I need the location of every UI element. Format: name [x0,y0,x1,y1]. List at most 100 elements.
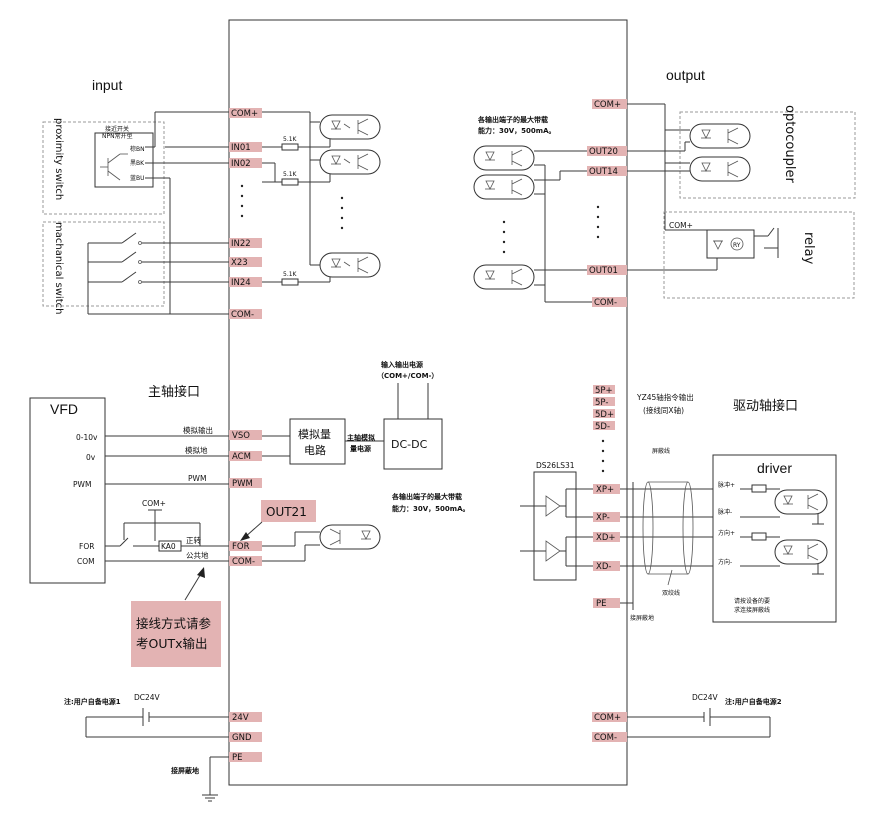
resistor-in01 [281,143,299,151]
axis-pin-5p-minus: 5P- [595,398,608,408]
input-pin-in24: IN24 [231,278,251,288]
vfd-terminal-0-10v: 0-10v [76,433,98,442]
power-left-pins: 24V GND PE [229,712,262,763]
input-pin-in02: IN02 [231,159,251,169]
output-pin-com-minus: COM- [594,298,617,308]
driver-dir-plus: 方向+ [718,529,735,537]
output-external-wiring [627,103,718,271]
axis-pin-xp-minus: XP- [596,513,610,523]
output-pin-out14: OUT14 [589,167,618,177]
power-left-battery-icon [85,708,229,802]
axis-shield-ground-label: 接屏蔽地 [630,614,654,622]
mechanical-switch-frame [42,221,165,307]
resistor-in02 [281,178,299,186]
power-io-subtitle: （COM+/COM-） [377,372,438,380]
power-pin-24v: 24V [232,713,249,723]
proximity-sensor-bk: 黑BK [130,160,145,167]
input-title: input [92,77,122,93]
proximity-sensor-title1: 接近开关 [105,125,129,133]
input-internal-circuit: 5.1K 5.1K 5.1K [262,111,331,286]
proximity-switch-label: proximity switch [53,118,64,200]
wiring-note-line1: 接线方式请参 [136,616,212,631]
driver-title: driver [757,460,792,476]
dcdc-box [383,418,443,470]
input-pin-in01: IN01 [231,143,251,153]
chip-label: DS26LS31 [536,461,575,470]
proximity-sensor-title2: NPN常开型 [102,132,133,140]
power-io-title: 输入输出电源 [381,360,423,369]
optocoupler-in24-icon [319,252,381,278]
relay-com-label: COM+ [669,221,693,230]
axis-pins-top: 5P+ 5P- 5D+ 5D- [593,385,615,432]
relay-frame [663,211,855,299]
spindle-pin-for: FOR [232,542,250,552]
spindle-wire-label-forward: 正转 [186,535,201,545]
optocoupler-in02-icon [319,149,381,175]
power-left-dc: DC24V [134,693,161,702]
power-pin-com-plus: COM+ [594,713,621,723]
driver-note-line1: 请按设备的要 [734,597,770,605]
power-pin-com-minus: COM- [594,733,617,743]
driver-pulse-plus: 脉冲+ [718,481,735,489]
axis-pin-5d-minus: 5D- [595,422,610,432]
axis-pin-5p-plus: 5P+ [595,386,613,396]
npn-transistor-icon [100,153,128,181]
input-pins: COM+ IN01 IN02 IN22 X23 IN24 COM- [229,108,262,320]
spindle-pins: VSO ACM PWM FOR COM- [229,430,262,567]
spindle-power-line2: 量电源 [350,444,371,453]
mechanical-switch-icons [88,232,229,284]
power-pin-pe: PE [232,753,243,763]
input-pin-com-plus: COM+ [231,109,258,119]
driver-pulse-minus: 脉冲- [718,508,732,516]
proximity-sensor-bn: 棕BN [130,145,145,153]
axis-pin-xd-minus: XD- [596,562,611,572]
axis-pin-5d-plus: 5D+ [595,410,614,420]
out21-label: OUT21 [266,505,307,519]
optocoupler-out14-icon [473,174,535,200]
output-title: output [666,67,705,83]
spindle-note-line2: 能力：30V，500mA。 [392,504,469,513]
analog-circuit-box [289,418,346,465]
axis-pins-main: XP+ XP- XD+ XD- PE [593,484,620,609]
power-pin-gnd: GND [232,733,252,743]
input-pin-in22: IN22 [231,239,251,249]
spindle-pin-acm: ACM [232,452,251,462]
power-right-dc: DC24V [692,693,719,702]
chip-box [533,471,577,581]
input-ellipsis [240,184,344,230]
output-ellipsis [502,205,600,254]
out21-callout [261,500,316,522]
shield-wire-label: 屏蔽线 [652,447,670,455]
resistor-label-in24: 5.1K [283,271,298,278]
spindle-pin-vso: VSO [232,431,250,441]
spindle-wire-label-analog-gnd: 模拟地 [185,445,208,455]
spindle-interface-title: 主轴接口 [148,384,200,400]
relay-coil-label: RY [733,242,741,249]
vfd-terminal-com: COM [77,557,95,566]
analog-circuit-line1: 模拟量 [298,427,331,441]
proximity-sensor-bu: 蓝BU [130,174,145,182]
spindle-pin-pwm: PWM [232,479,253,489]
proximity-sensor [94,132,154,188]
wiring-note-arrow [197,567,205,578]
output-note-line2: 能力：30V，500mA。 [478,126,555,135]
axis-ellipsis [601,439,605,473]
axis-pin-xp-plus: XP+ [596,485,614,495]
driver-dir-minus: 方向- [718,558,732,566]
spindle-wire-label-common-gnd: 公共地 [186,550,209,560]
optocoupler-in01-icon [319,114,381,140]
power-right-battery-icon [627,708,771,738]
relay-icon: RY [665,227,779,259]
vfd-box [29,397,106,584]
spindle-note-line1: 各输出端子的最大带载 [391,492,462,501]
axis-cmd-note-line1: YZ45轴指令输出 [636,392,694,402]
output-pins: COM+ OUT20 OUT14 OUT01 COM- [587,99,627,308]
axis-pin-xd-plus: XD+ [596,533,616,543]
input-wiring [87,111,229,315]
driver-box [712,454,837,623]
resistor-label-in02: 5.1K [283,171,298,178]
shielded-cable-icon [620,481,713,610]
power-right-pins: COM+ COM- [592,712,627,743]
